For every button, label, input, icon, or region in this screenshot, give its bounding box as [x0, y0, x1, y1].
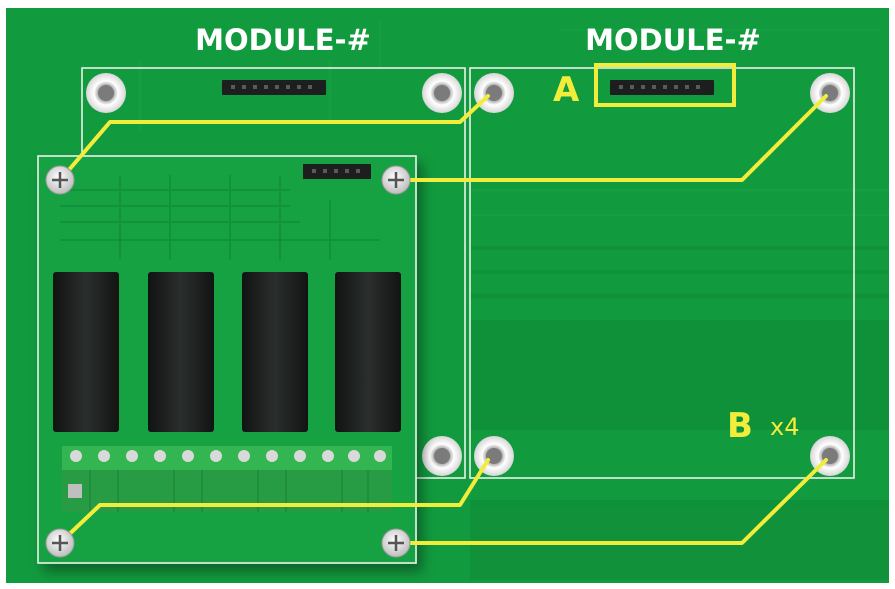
callout-b-quantity: x4	[770, 413, 799, 441]
pcb-traces	[138, 20, 889, 580]
module-right-outline	[469, 67, 855, 479]
relay-1	[53, 272, 119, 432]
standoff-left-bottom-right	[422, 436, 462, 476]
callout-a-label: A	[553, 70, 580, 110]
header-connector-left	[222, 80, 326, 95]
standoff-right-top-left	[474, 73, 514, 113]
screw-bottom-left	[45, 528, 75, 558]
callout-a-box	[594, 63, 736, 107]
screw-top-left	[45, 165, 75, 195]
header-connector-right	[610, 80, 714, 95]
relay-4	[335, 272, 401, 432]
terminal-block-3	[230, 446, 314, 512]
relay-2	[148, 272, 214, 432]
arrow-top-right	[394, 94, 828, 182]
callout-b-label: B	[727, 406, 753, 446]
standoff-left-top-left	[86, 73, 126, 113]
arrow-bottom-left	[58, 458, 490, 545]
relay-module	[37, 155, 417, 564]
module-left-title: MODULE-#	[195, 23, 371, 57]
terminal-block-4	[314, 446, 392, 512]
module-right-title: MODULE-#	[585, 23, 761, 57]
screw-top-right	[381, 165, 411, 195]
relay-3	[242, 272, 308, 432]
terminal-block-2	[146, 446, 230, 512]
standoff-left-top-right	[422, 73, 462, 113]
mounting-arrows	[58, 94, 828, 545]
screw-bottom-right	[381, 528, 411, 558]
arrow-top-left	[60, 94, 490, 180]
arrow-bottom-right	[394, 458, 828, 545]
terminal-block-1	[62, 446, 146, 512]
